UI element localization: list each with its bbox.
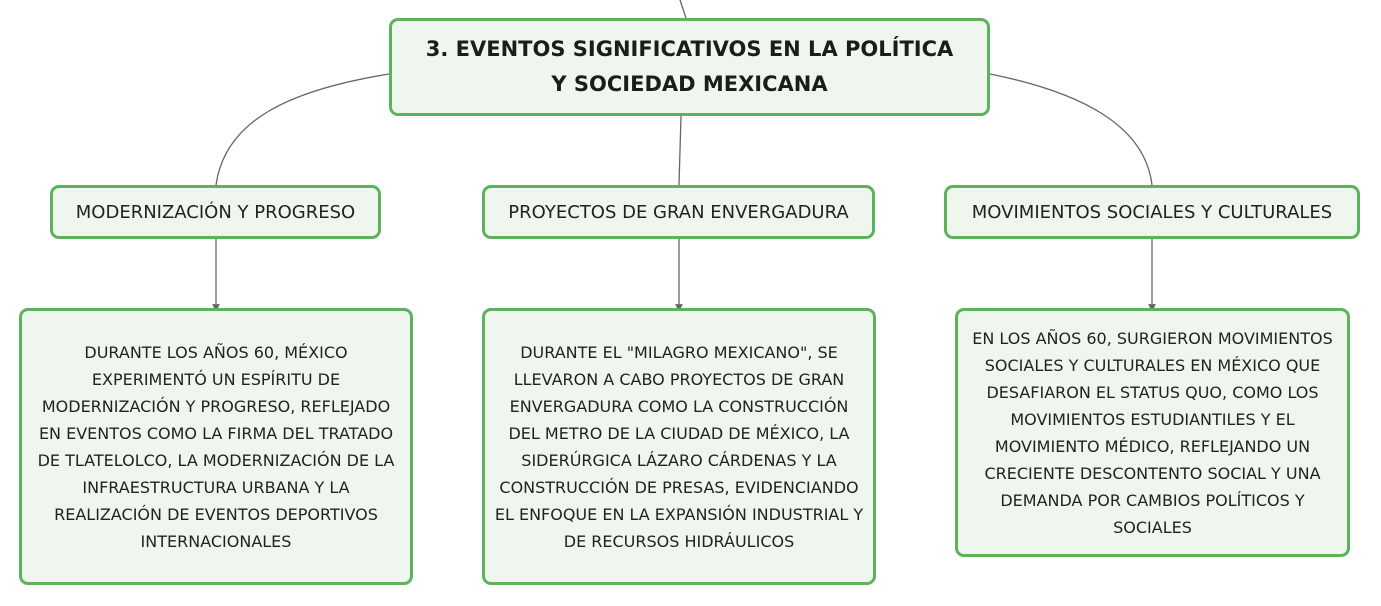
description-text: DURANTE EL "MILAGRO MEXICANO", SE LLEVAR… <box>494 342 864 551</box>
description-node-proyectos[interactable]: DURANTE EL "MILAGRO MEXICANO", SE LLEVAR… <box>482 308 876 585</box>
branch-label: PROYECTOS DE GRAN ENVERGADURA <box>508 201 849 223</box>
description-text: DURANTE LOS AÑOS 60, MÉXICO EXPERIMENTÓ … <box>37 342 395 551</box>
connector-root-to-branch-3 <box>989 73 1153 186</box>
connector-root-to-branch-1 <box>215 73 390 186</box>
root-topic-node[interactable]: 3. EVENTOS SIGNIFICATIVOS EN LA POLÍTICA… <box>389 18 990 116</box>
branch-node-proyectos[interactable]: PROYECTOS DE GRAN ENVERGADURA <box>482 185 875 239</box>
branch-node-movimientos[interactable]: MOVIMIENTOS SOCIALES Y CULTURALES <box>944 185 1360 239</box>
description-node-movimientos[interactable]: EN LOS AÑOS 60, SURGIERON MOVIMIENTOS SO… <box>955 308 1350 557</box>
root-topic-title: 3. EVENTOS SIGNIFICATIVOS EN LA POLÍTICA… <box>425 37 954 96</box>
connector-root-to-branch-2 <box>678 115 682 186</box>
branch-node-modernizacion[interactable]: MODERNIZACIÓN Y PROGRESO <box>50 185 381 239</box>
branch-label: MOVIMIENTOS SOCIALES Y CULTURALES <box>971 201 1333 223</box>
description-text: EN LOS AÑOS 60, SURGIERON MOVIMIENTOS SO… <box>972 328 1333 537</box>
branch-label: MODERNIZACIÓN Y PROGRESO <box>75 201 356 223</box>
connector-parent-to-root <box>679 0 687 19</box>
description-node-modernizacion[interactable]: DURANTE LOS AÑOS 60, MÉXICO EXPERIMENTÓ … <box>19 308 413 585</box>
